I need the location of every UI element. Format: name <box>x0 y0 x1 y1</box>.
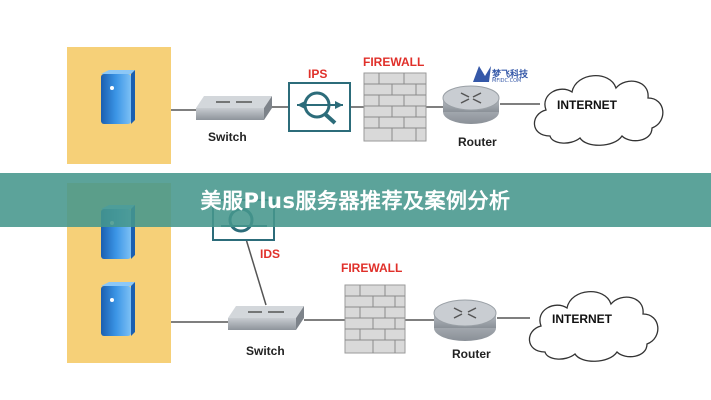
firewall-label: FIREWALL <box>341 261 403 275</box>
internet-label: INTERNET <box>552 312 612 326</box>
watermark-logo-icon <box>473 66 491 82</box>
server-icon <box>101 70 135 124</box>
firewall-icon <box>344 284 406 354</box>
switch-label: Switch <box>208 130 247 144</box>
router-icon <box>442 85 500 124</box>
router-icon <box>433 299 497 341</box>
switch-icon <box>196 96 272 120</box>
bottom-links <box>171 238 530 323</box>
watermark-text: 梦飞科技 <box>492 70 529 80</box>
router-label: Router <box>452 347 491 361</box>
banner-title: 美服Plus服务器推荐及案例分析 <box>200 189 511 213</box>
firewall-icon <box>363 72 427 142</box>
server-icon <box>101 282 135 336</box>
top-links <box>171 103 540 111</box>
internet-label: INTERNET <box>557 98 617 112</box>
ips-label: IPS <box>308 67 328 81</box>
internet-cloud-icon <box>533 75 664 146</box>
ids-label: IDS <box>260 247 281 261</box>
title-banner: 美服Plus服务器推荐及案例分析 <box>0 173 711 227</box>
switch-label: Switch <box>246 344 285 358</box>
switch-icon <box>228 306 304 330</box>
ips-icon <box>288 82 351 132</box>
router-label: Router <box>458 135 497 149</box>
firewall-label: FIREWALL <box>363 55 425 69</box>
watermark-subtext: MFIDC.COM <box>492 78 522 84</box>
internet-cloud-icon <box>528 291 659 362</box>
